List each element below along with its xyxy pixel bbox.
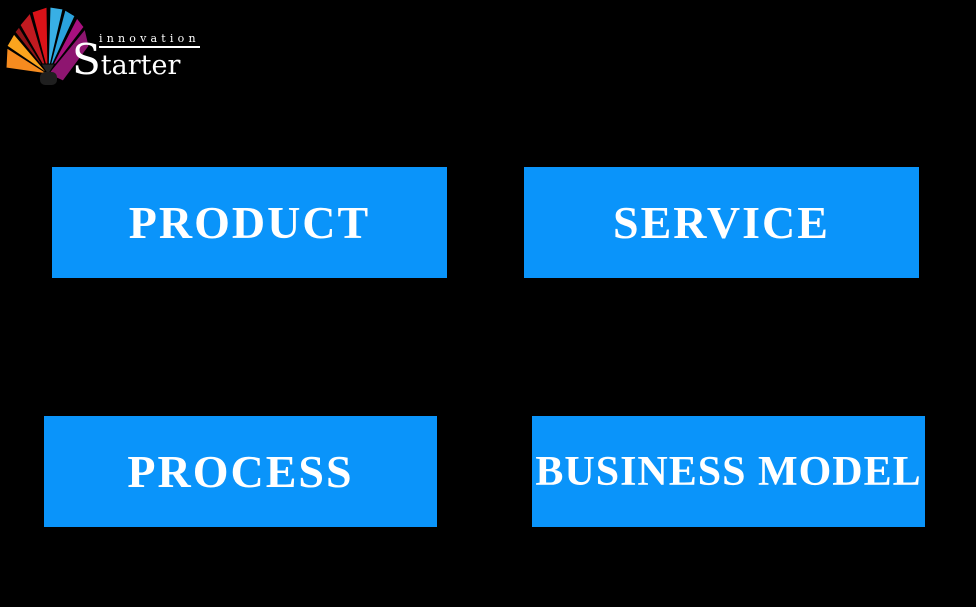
logo-innovation-text: innovation [99,33,200,48]
fan-blade-red-bright [31,6,49,75]
box-process: PROCESS [44,416,437,527]
fan-blade-dark-red [14,26,49,75]
fan-stem [40,72,57,85]
box-business-model-label: BUSINESS MODEL [535,448,922,495]
fan-blade-red-medium [19,11,49,75]
logo-starter-initial: S [72,35,101,84]
box-product-label: PRODUCT [128,197,371,248]
box-service-label: SERVICE [613,197,830,248]
fan-blade-blue-light [47,6,64,75]
box-business-model: BUSINESS MODEL [532,416,925,527]
logo-starter-rest: tarter [100,50,181,81]
fan-logo-icon [6,6,90,85]
logo-wordmark: innovation Starter [72,28,292,83]
fan-blade-magenta [47,17,85,75]
logo-starter-text: Starter [72,35,181,84]
fan-blade-blue [47,9,76,75]
fan-blade-orange [6,47,49,75]
innovation-starter-logo: innovation Starter [0,0,300,95]
fan-blade-orange-light [6,33,49,75]
fan-blade-magenta-dark [47,27,90,82]
box-service: SERVICE [524,167,919,278]
fan-knot [40,63,56,76]
box-process-label: PROCESS [127,446,354,497]
box-product: PRODUCT [52,167,447,278]
